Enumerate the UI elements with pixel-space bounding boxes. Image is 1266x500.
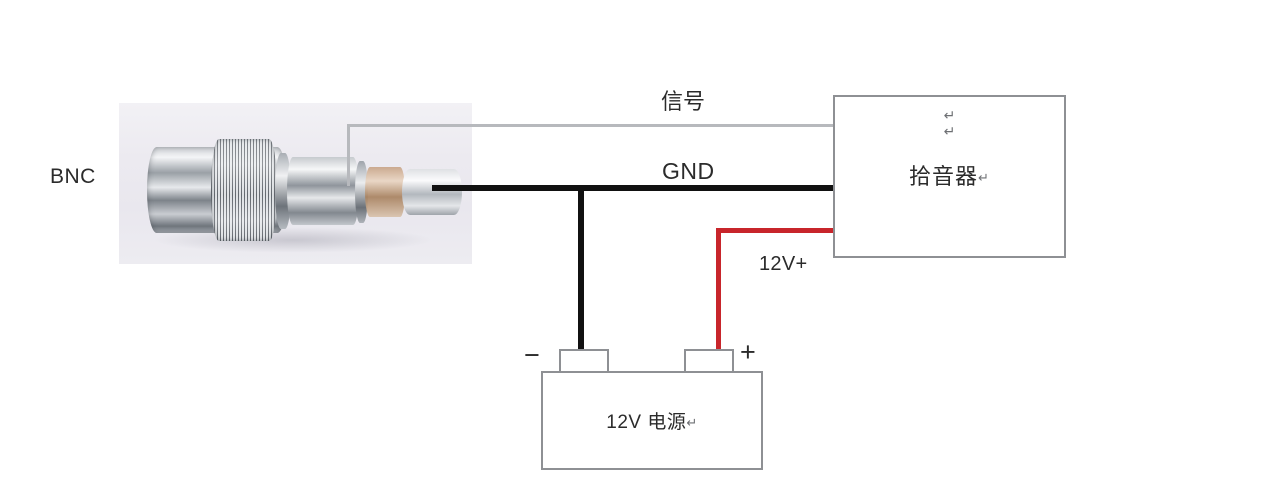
signal-wire-label: 信号 [661,89,706,114]
battery-negative-terminal [559,349,609,372]
bnc-copper-contact [365,167,405,217]
battery-box: 12V 电源↵ [541,371,763,470]
pickup-return-mark-2: ↵ [943,123,956,140]
bnc-connector-image [119,103,472,264]
bnc-label: BNC [50,165,96,188]
pickup-device-label: 拾音器 [909,164,979,189]
battery-positive-terminal [684,349,734,372]
gnd-wire-label: GND [662,158,715,184]
pickup-device-box: ↵ ↵ 拾音器↵ [833,95,1066,258]
battery-label: 12V 电源 [606,412,687,433]
battery-positive-sign: + [740,337,756,367]
power-wire-label: 12V+ [759,253,808,275]
battery-negative-sign: − [524,340,540,370]
pickup-trailing-return-mark: ↵ [978,170,990,186]
battery-label-row: 12V 电源↵ [543,407,761,434]
bnc-tip [402,169,462,215]
pickup-return-mark-1: ↵ [943,107,956,123]
power-wire-to-battery-positive [716,228,721,352]
bnc-connector-photo [119,103,472,264]
bnc-ring-rear [355,161,368,223]
battery-trailing-return-mark: ↵ [686,414,698,430]
signal-wire-drop [347,124,350,186]
pickup-return-marks: ↵ ↵ [835,107,1064,139]
bnc-knurled-nut [211,139,277,241]
power-wire-horizontal [716,228,838,233]
pickup-device-title-row: 拾音器↵ [835,159,1064,191]
gnd-wire-to-battery-negative [578,185,584,352]
gnd-wire-horizontal [432,185,834,191]
signal-wire-horizontal [347,124,833,127]
